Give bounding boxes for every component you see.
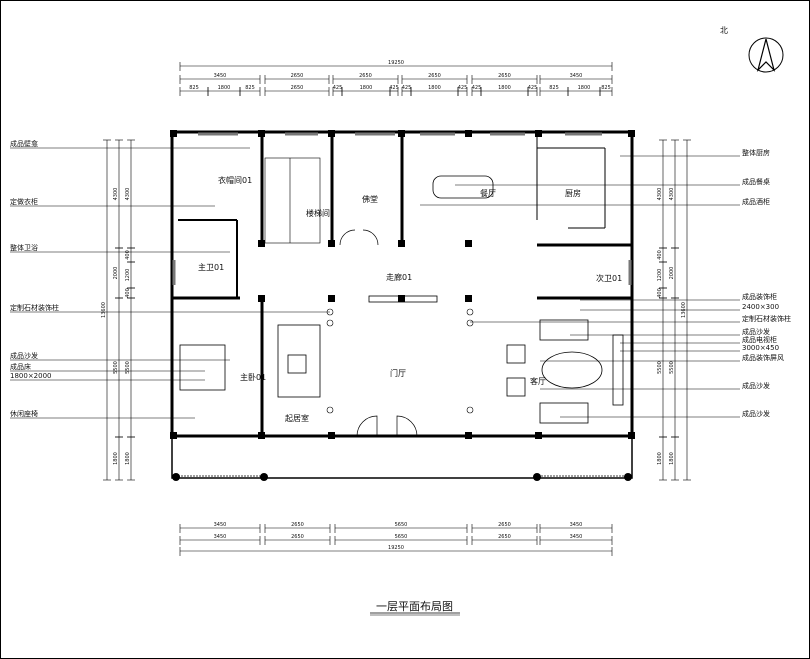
dimension-value: 13600: [681, 302, 687, 318]
callout-left-label: 整体卫浴: [10, 243, 38, 252]
callout-right-label: 成品酒柜: [742, 197, 770, 206]
callout-right-label: 成品装饰柜: [742, 292, 777, 301]
dimension-value: 1800: [125, 452, 131, 465]
dimension-value: 2650: [498, 522, 511, 528]
dimension-value: 2650: [428, 73, 441, 79]
callout-left-label: 定制石材装饰柱: [10, 303, 59, 312]
dimension-value: 2650: [291, 73, 304, 79]
dimension-value: 825: [245, 85, 255, 91]
room-living: 客厅: [530, 376, 546, 386]
dimension-value: 1800: [360, 85, 373, 91]
dimension-value: 400: [657, 288, 663, 298]
dimension-value: 2650: [359, 73, 372, 79]
dimension-value: 2650: [291, 522, 304, 528]
room-master-bath: 主卫01: [198, 262, 224, 272]
dimension-value: 19250: [388, 545, 404, 551]
callout-right-label: 整体厨房: [742, 148, 770, 157]
callout-left-label: 定做衣柜: [10, 197, 38, 206]
callout-left-label: 1800×2000: [10, 372, 52, 380]
dimension-value: 3450: [570, 534, 583, 540]
dimension-value: 400: [657, 250, 663, 260]
callout-left-label: 成品壁龛: [10, 139, 38, 148]
dimension-value: 1200: [657, 269, 663, 282]
callout-right-label: 成品电视柜: [742, 335, 777, 344]
callout-right-label: 成品沙发: [742, 381, 770, 390]
dimension-value: 425: [402, 85, 412, 91]
dimension-value: 400: [125, 250, 131, 260]
callout-right-label: 定制石材装饰柱: [742, 314, 791, 323]
columns: [170, 130, 635, 481]
dimension-value: 1800: [113, 452, 119, 465]
dimension-value: 425: [472, 85, 482, 91]
callout-right-label: 成品沙发: [742, 327, 770, 336]
dimension-value: 1800: [428, 85, 441, 91]
dimension-value: 4300: [113, 188, 119, 201]
dimension-value: 1800: [578, 85, 591, 91]
dimension-value: 425: [528, 85, 538, 91]
dimension-value: 425: [333, 85, 343, 91]
dimension-value: 3450: [214, 73, 227, 79]
callout-right-label: 成品装饰屏风: [742, 353, 784, 362]
dimension-value: 5650: [395, 534, 408, 540]
room-corridor: 走廊01: [386, 272, 412, 282]
dimension-value: 825: [549, 85, 559, 91]
dimension-value: 4300: [125, 188, 131, 201]
dimension-value: 5500: [125, 361, 131, 374]
dimension-value: 2000: [669, 267, 675, 280]
dimension-value: 5650: [395, 522, 408, 528]
north-label: 北: [720, 26, 728, 35]
dimension-value: 3450: [570, 73, 583, 79]
room-guest-bath: 次卫01: [596, 273, 622, 283]
room-cloakroom: 衣帽间01: [218, 175, 252, 185]
dimension-value: 4300: [657, 188, 663, 201]
dimension-value: 1800: [657, 452, 663, 465]
callout-right-label: 2400×300: [742, 303, 779, 311]
room-kitchen: 厨房: [565, 188, 581, 198]
dimension-value: 1800: [218, 85, 231, 91]
dimension-value: 2000: [113, 267, 119, 280]
room-stair: 楼梯间: [306, 208, 330, 218]
callout-right-label: 3000×450: [742, 344, 779, 352]
dimension-value: 400: [125, 288, 131, 298]
north-arrow-icon: [748, 37, 784, 73]
dimension-value: 3450: [570, 522, 583, 528]
dimension-value: 825: [601, 85, 611, 91]
dimension-value: 5500: [669, 361, 675, 374]
room-shrine: 佛堂: [362, 194, 378, 204]
dimension-value: 19250: [388, 60, 404, 66]
dimension-value: 1800: [669, 452, 675, 465]
dimension-value: 3450: [214, 534, 227, 540]
dimension-value: 13600: [101, 302, 107, 318]
dimension-value: 2650: [498, 73, 511, 79]
callout-left-label: 休闲座椅: [10, 409, 38, 418]
dimension-value: 1800: [498, 85, 511, 91]
dimension-value: 2650: [291, 85, 304, 91]
callout-right-label: 成品沙发: [742, 409, 770, 418]
drawing-title: 一层平面布局图: [376, 600, 453, 613]
dimension-value: 2650: [291, 534, 304, 540]
dimension-value: 425: [458, 85, 468, 91]
dimension-value: 825: [189, 85, 199, 91]
callout-right-label: 成品餐桌: [742, 177, 770, 186]
callout-left-label: 成品沙发: [10, 351, 38, 360]
dimension-value: 2650: [498, 534, 511, 540]
room-dining: 餐厅: [480, 189, 496, 198]
callout-left-label: 成品床: [10, 362, 31, 371]
dimension-value: 3450: [214, 522, 227, 528]
dimension-value: 5500: [113, 361, 119, 374]
dimension-value: 1200: [125, 269, 131, 282]
callouts: 成品壁龛定做衣柜整体卫浴定制石材装饰柱成品沙发成品床1800×2000休闲座椅整…: [10, 139, 791, 419]
dimension-value: 425: [389, 85, 399, 91]
dimension-value: 4300: [669, 188, 675, 201]
room-foyer: 门厅: [390, 368, 406, 378]
room-master-bed: 主卧01: [240, 372, 266, 382]
dimension-value: 5500: [657, 361, 663, 374]
room-sitting: 起居室: [285, 413, 309, 423]
dimensions: 19250 3450 2650 2650 2650 2650 3450 825 1800 825 2…: [101, 60, 691, 556]
